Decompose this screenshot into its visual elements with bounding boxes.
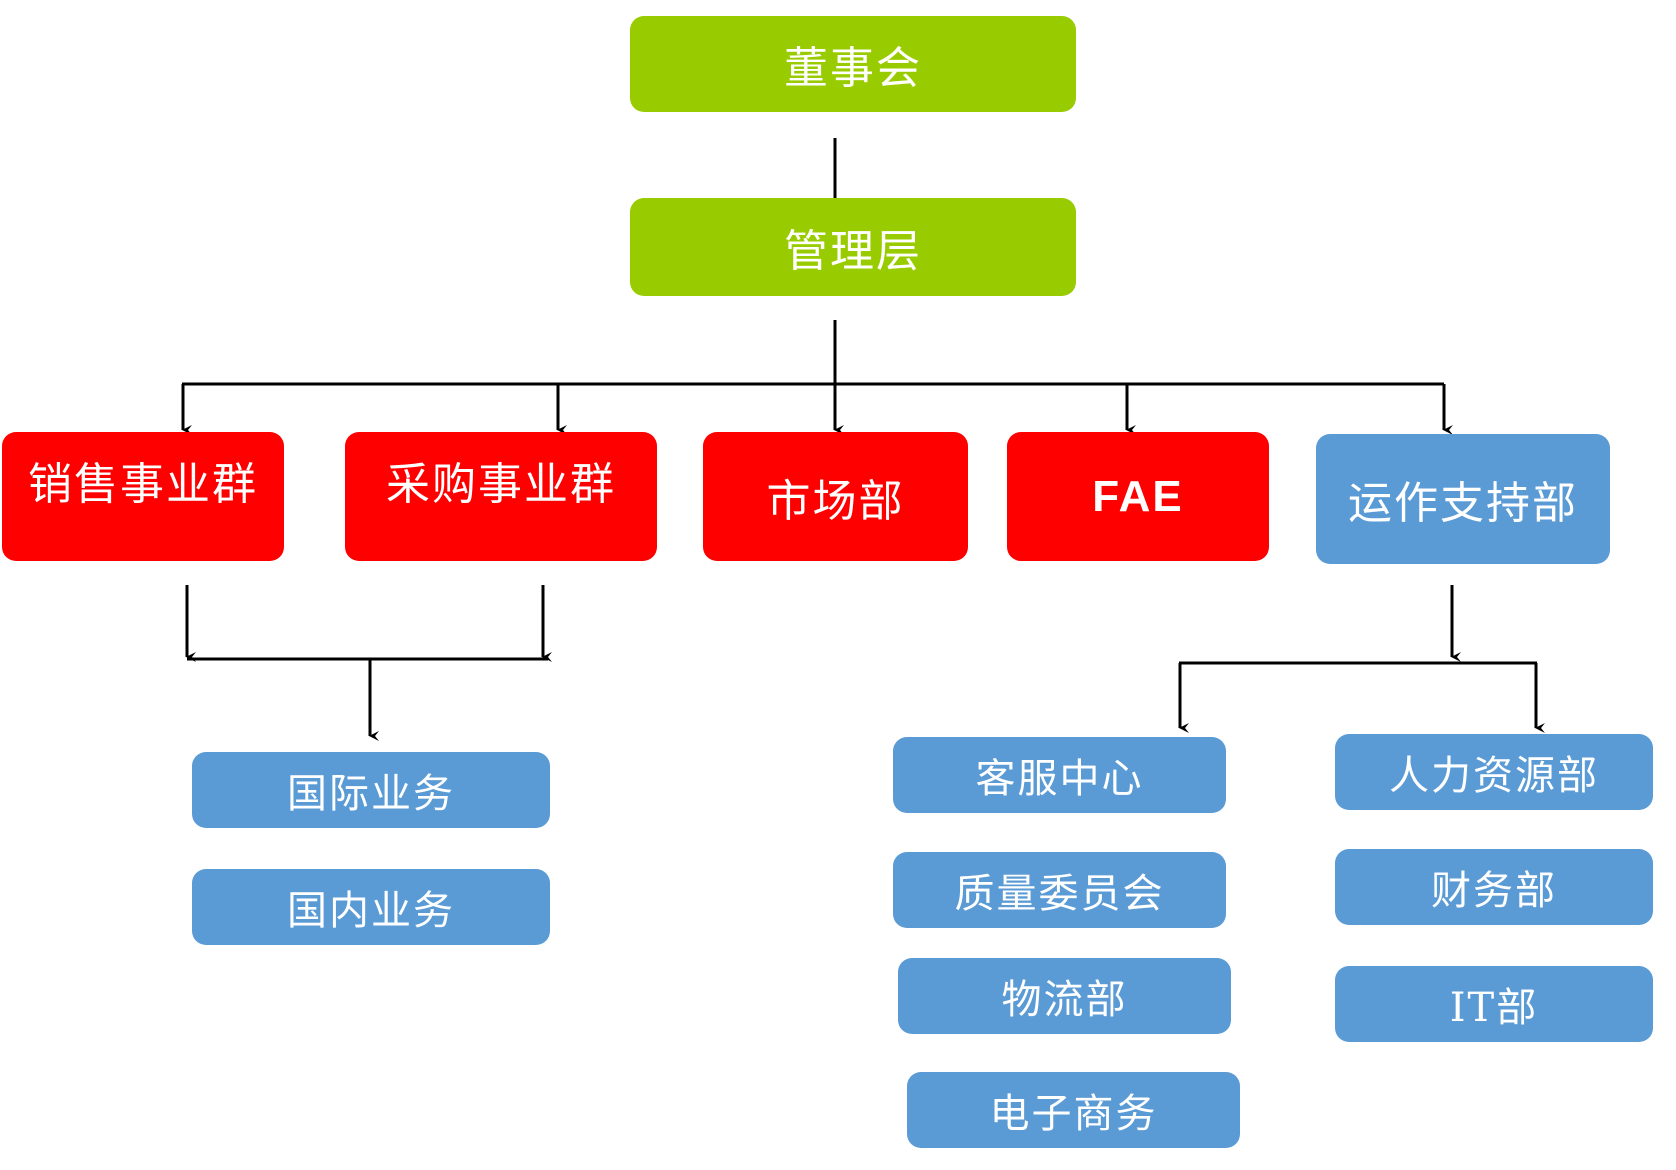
management-node: 管理层 [630, 198, 1098, 318]
sales-division-label: 销售事业群 [28, 459, 258, 510]
quality-committee-node: 质量委员会 [893, 852, 1248, 950]
logistics-node: 物流部 [898, 958, 1253, 1056]
fae-node: FAE [1007, 432, 1291, 583]
management-label: 管理层 [784, 226, 922, 277]
marketing-label: 市场部 [766, 475, 905, 527]
international-business-label: 国际业务 [287, 771, 455, 817]
sales-division-node: 销售事业群 [2, 432, 306, 583]
hr-node: 人力资源部 [1335, 734, 1675, 832]
finance-node: 财务部 [1335, 849, 1675, 947]
international-business-node: 国际业务 [192, 752, 572, 850]
ecommerce-node: 电子商务 [907, 1072, 1262, 1170]
it-node: IT部 [1335, 966, 1675, 1064]
it-label: IT部 [1449, 985, 1539, 1031]
hr-label: 人力资源部 [1389, 753, 1599, 799]
domestic-business-label: 国内业务 [287, 888, 455, 934]
purchasing-division-node: 采购事业群 [345, 432, 679, 583]
purchasing-division-label: 采购事业群 [386, 459, 616, 510]
logistics-label: 物流部 [1001, 977, 1128, 1023]
quality-committee-label: 质量委员会 [954, 871, 1165, 917]
board-label: 董事会 [784, 43, 922, 94]
customer-service-node: 客服中心 [893, 737, 1248, 835]
fae-label: FAE [1092, 471, 1184, 521]
operations-support-label: 运作支持部 [1348, 478, 1578, 529]
customer-service-label: 客服中心 [975, 756, 1144, 802]
marketing-node: 市场部 [703, 432, 990, 583]
board-node: 董事会 [630, 16, 1098, 134]
operations-support-node: 运作支持部 [1316, 434, 1632, 586]
ecommerce-label: 电子商务 [989, 1091, 1158, 1137]
finance-label: 财务部 [1431, 868, 1557, 914]
domestic-business-node: 国内业务 [192, 869, 572, 967]
